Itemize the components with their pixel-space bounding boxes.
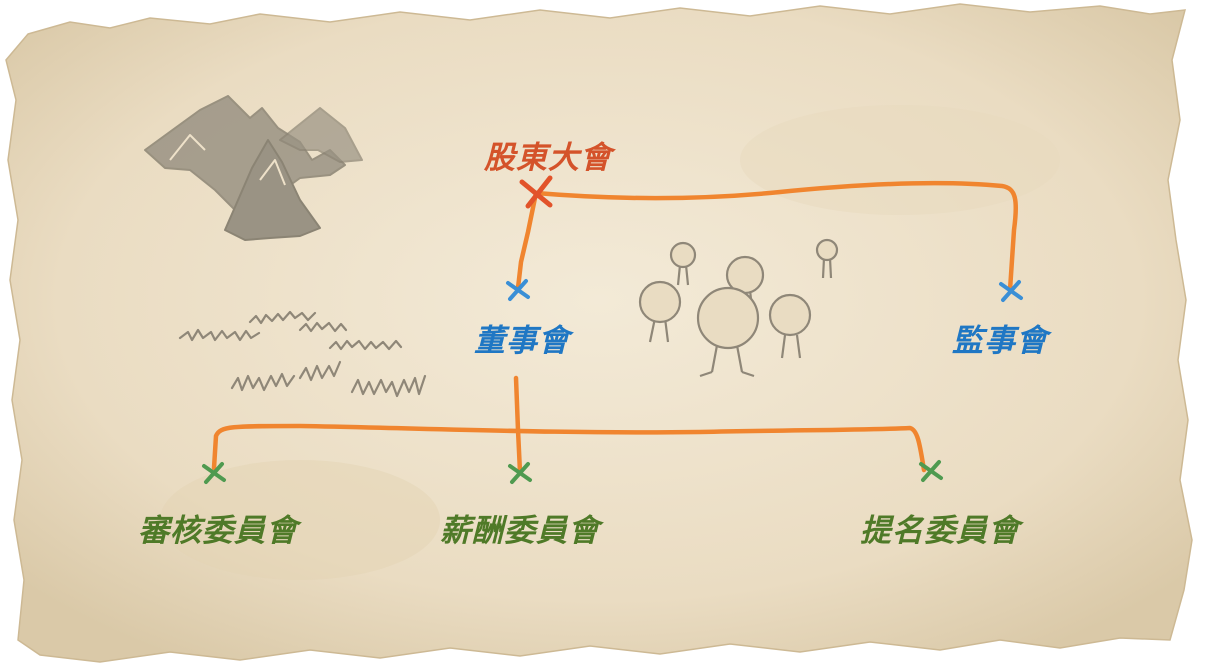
grass-sketch: [178, 310, 427, 398]
tree: [768, 293, 812, 359]
board-x-marker: [506, 279, 530, 301]
supervisory-board-label: 監事會: [952, 323, 1048, 359]
mountains-sketch: [144, 95, 363, 241]
parchment-stain: [160, 460, 440, 580]
audit-committee-label: 審核委員會: [138, 513, 298, 549]
path-shareholders-board: [515, 190, 539, 291]
connector-paths: [211, 180, 1019, 475]
board-of-directors-label: 董事會: [474, 323, 570, 359]
tree: [696, 286, 760, 378]
supervisors-x-marker: [999, 280, 1023, 302]
parchment-stain: [740, 105, 1060, 215]
remuneration-committee-label: 薪酬委員會: [440, 513, 600, 549]
audit-x-marker: [202, 462, 226, 484]
tree: [638, 280, 682, 343]
path-shareholders-supervisors: [533, 180, 1019, 293]
shareholders-x-marker: [519, 175, 553, 209]
remuneration-x-marker: [508, 462, 532, 484]
trees-sketch: [638, 238, 839, 378]
tree: [669, 241, 697, 286]
nomination-committee-label: 提名委員會: [860, 513, 1020, 549]
shareholders-meeting-label: 股東大會: [484, 140, 612, 176]
nomination-x-marker: [919, 460, 943, 482]
tree: [815, 238, 839, 279]
path-committee-bar: [211, 423, 927, 473]
